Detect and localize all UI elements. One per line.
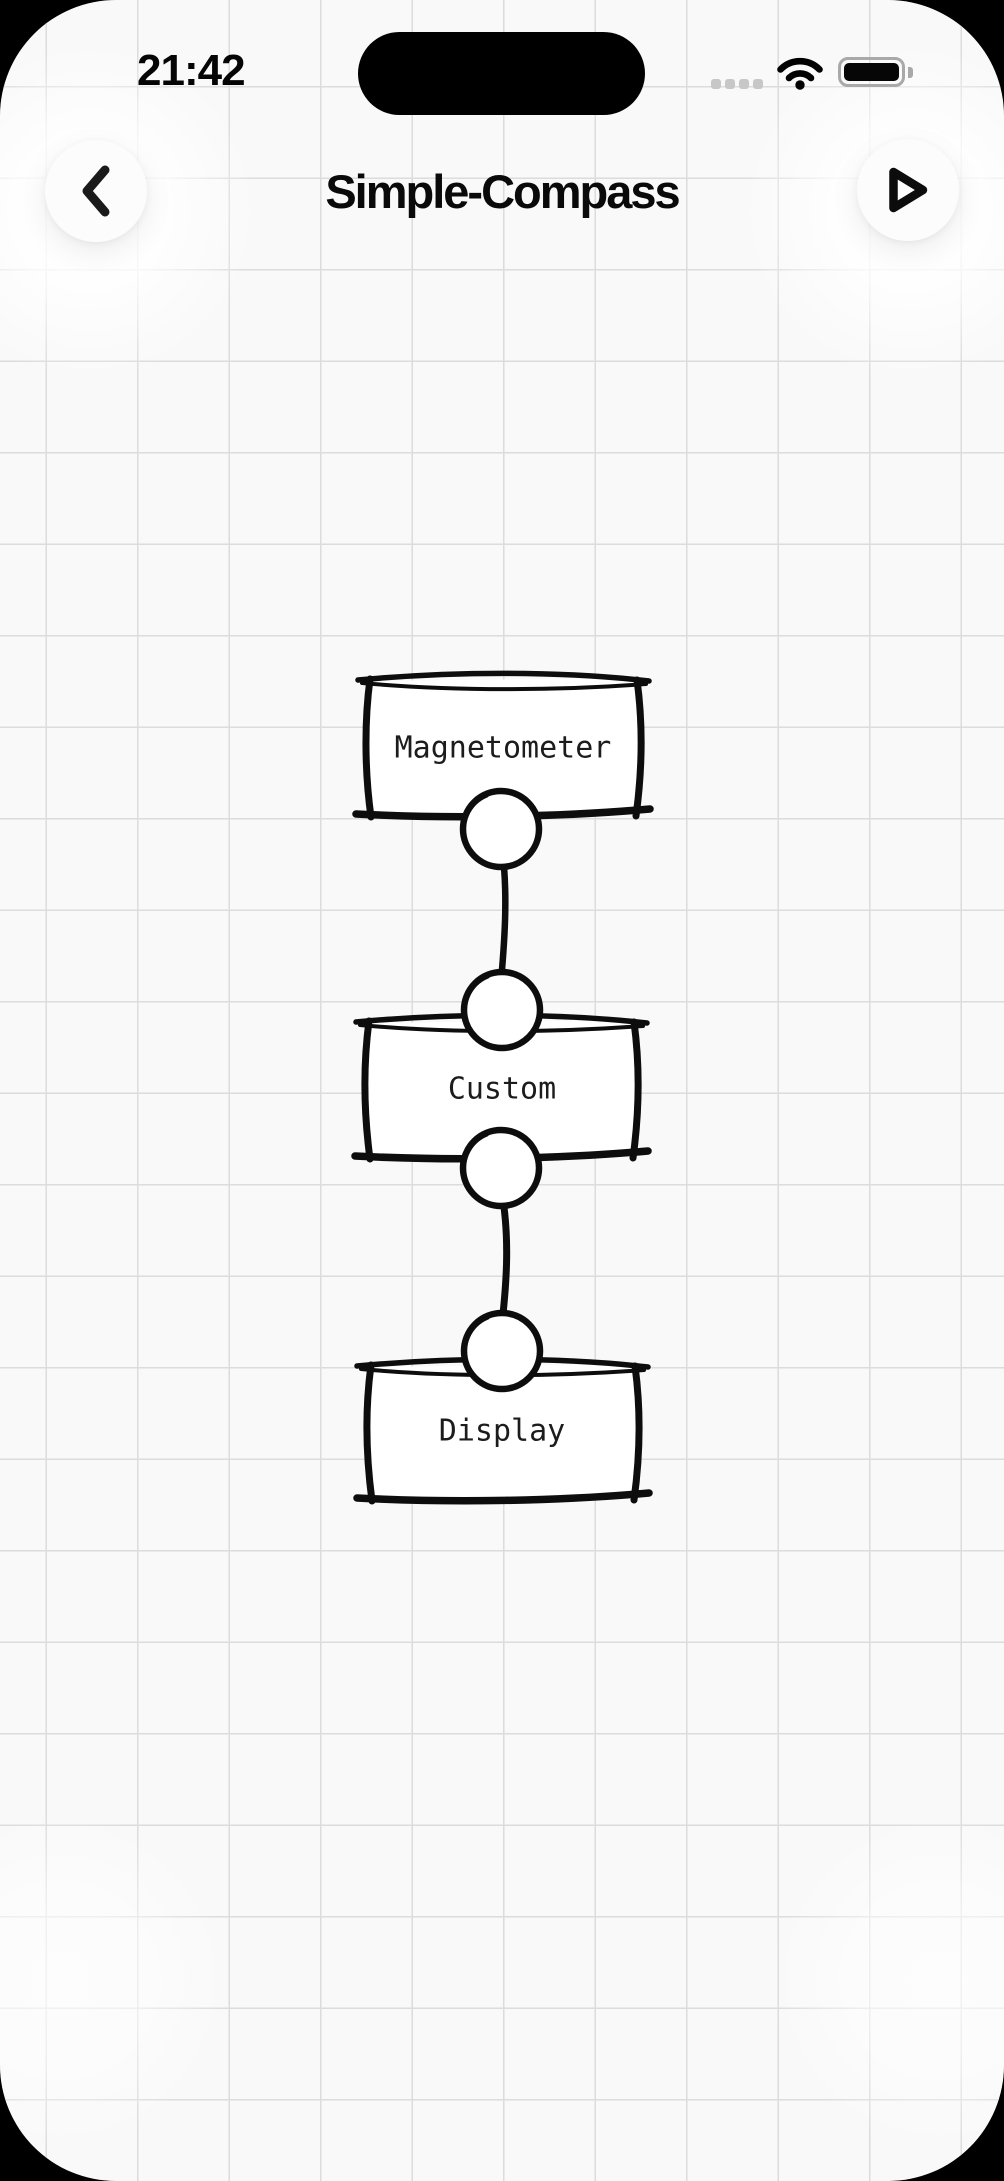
wifi-icon [777, 56, 823, 95]
node-magnetometer[interactable]: Magnetometer [352, 670, 654, 821]
status-time: 21:42 [137, 46, 246, 95]
port-display-input[interactable] [460, 1309, 544, 1393]
run-button[interactable] [857, 139, 959, 241]
node-label: Magnetometer [395, 731, 612, 766]
port-custom-output[interactable] [459, 1126, 543, 1210]
node-label: Display [439, 1414, 565, 1449]
back-button[interactable] [45, 140, 147, 242]
port-magnetometer-output[interactable] [459, 787, 543, 871]
cellular-signal-icon [711, 79, 763, 89]
port-custom-input[interactable] [460, 968, 544, 1052]
play-icon [889, 167, 928, 213]
dynamic-island [358, 32, 645, 115]
battery-nub [908, 67, 913, 78]
battery-icon [838, 57, 905, 87]
battery-level [844, 63, 899, 81]
page-title: Simple-Compass [325, 165, 680, 218]
node-display[interactable]: Display [353, 1356, 653, 1505]
node-label: Custom [448, 1072, 556, 1107]
chevron-left-icon [82, 165, 110, 217]
